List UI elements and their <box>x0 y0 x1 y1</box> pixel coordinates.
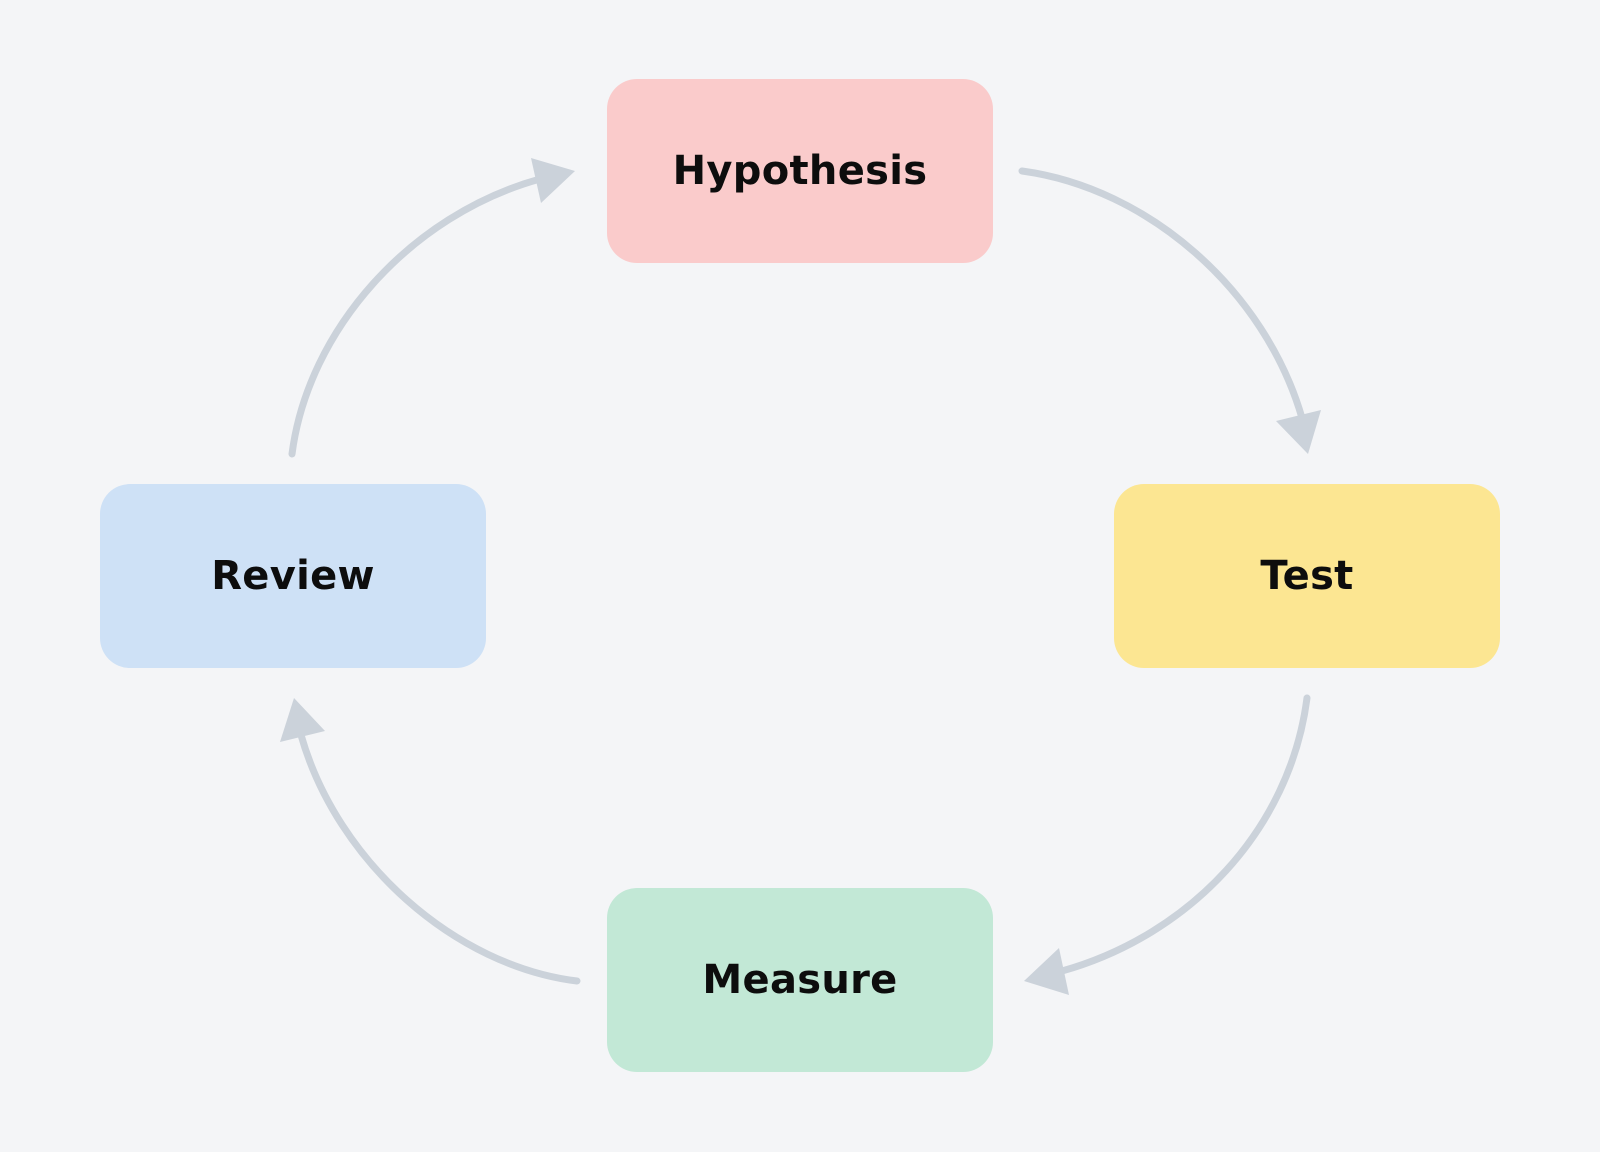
node-measure-label: Measure <box>702 957 898 1003</box>
arrowhead-hypothesis <box>531 158 575 203</box>
arrowhead-review <box>280 698 325 742</box>
edge-hypothesis-to-test <box>1018 167 1306 422</box>
edge-test-to-measure <box>1058 694 1311 975</box>
node-hypothesis: Hypothesis <box>607 79 993 263</box>
node-review-label: Review <box>211 553 375 599</box>
node-review: Review <box>100 484 486 668</box>
node-test: Test <box>1114 484 1500 668</box>
arrowhead-measure <box>1024 948 1069 995</box>
edge-measure-to-review <box>297 731 581 985</box>
arrowhead-test <box>1276 410 1321 454</box>
edge-review-to-hypothesis <box>288 175 544 458</box>
node-hypothesis-label: Hypothesis <box>672 148 928 194</box>
node-test-label: Test <box>1260 553 1354 599</box>
node-measure: Measure <box>607 888 993 1072</box>
